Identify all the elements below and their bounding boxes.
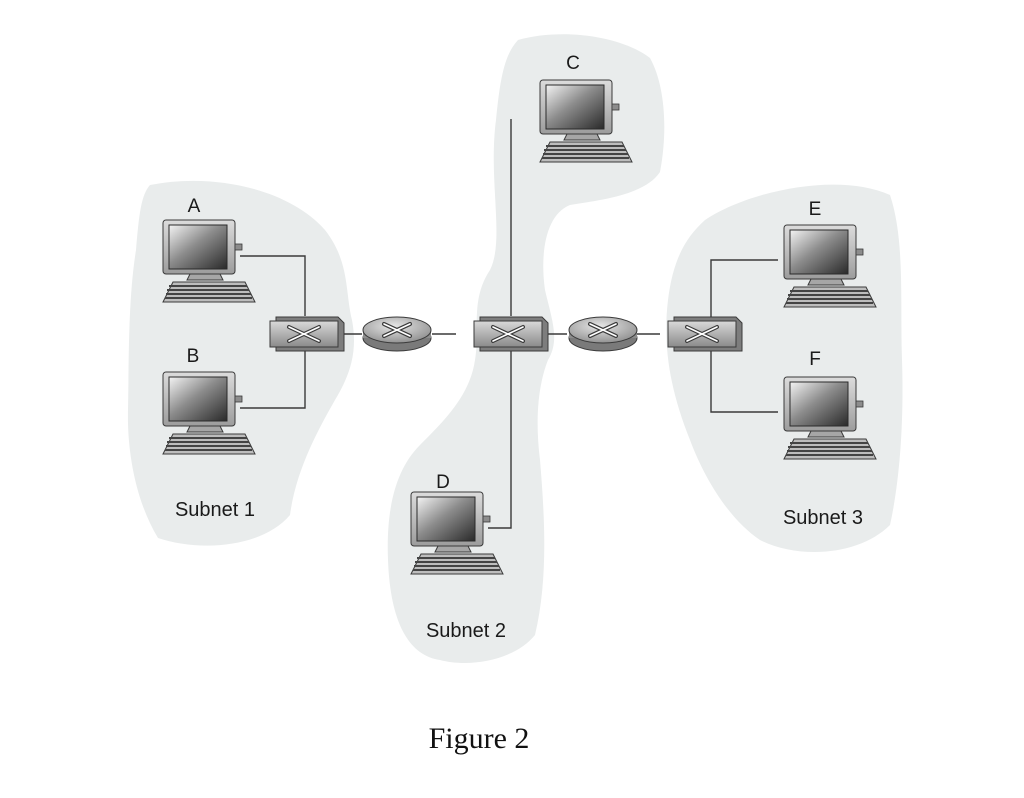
host-b-label: B [187, 346, 200, 367]
host-c: C [539, 53, 633, 163]
host-f: F [783, 349, 877, 460]
network-links [240, 119, 778, 529]
host-b: B [162, 346, 256, 455]
host-d-label: D [436, 472, 450, 493]
subnet-2-label: Subnet 2 [426, 620, 506, 642]
host-e-label: E [809, 199, 822, 220]
host-e: E [783, 199, 877, 308]
subnet-1-label: Subnet 1 [175, 499, 255, 521]
switch-subnet-2-icon [472, 315, 550, 353]
host-a-label: A [188, 196, 201, 217]
host-f-label: F [809, 349, 821, 370]
host-a: A [162, 196, 256, 303]
router-2-icon [567, 315, 639, 353]
router-1-icon [361, 315, 433, 353]
subnet-3-label: Subnet 3 [783, 507, 863, 529]
host-c-label: C [566, 53, 580, 74]
switch-subnet-3-icon [666, 315, 744, 353]
host-d: D [410, 472, 504, 575]
subnet-1-region [127, 180, 355, 546]
figure-caption: Figure 2 [429, 722, 530, 755]
switch-subnet-1-icon [268, 315, 346, 353]
